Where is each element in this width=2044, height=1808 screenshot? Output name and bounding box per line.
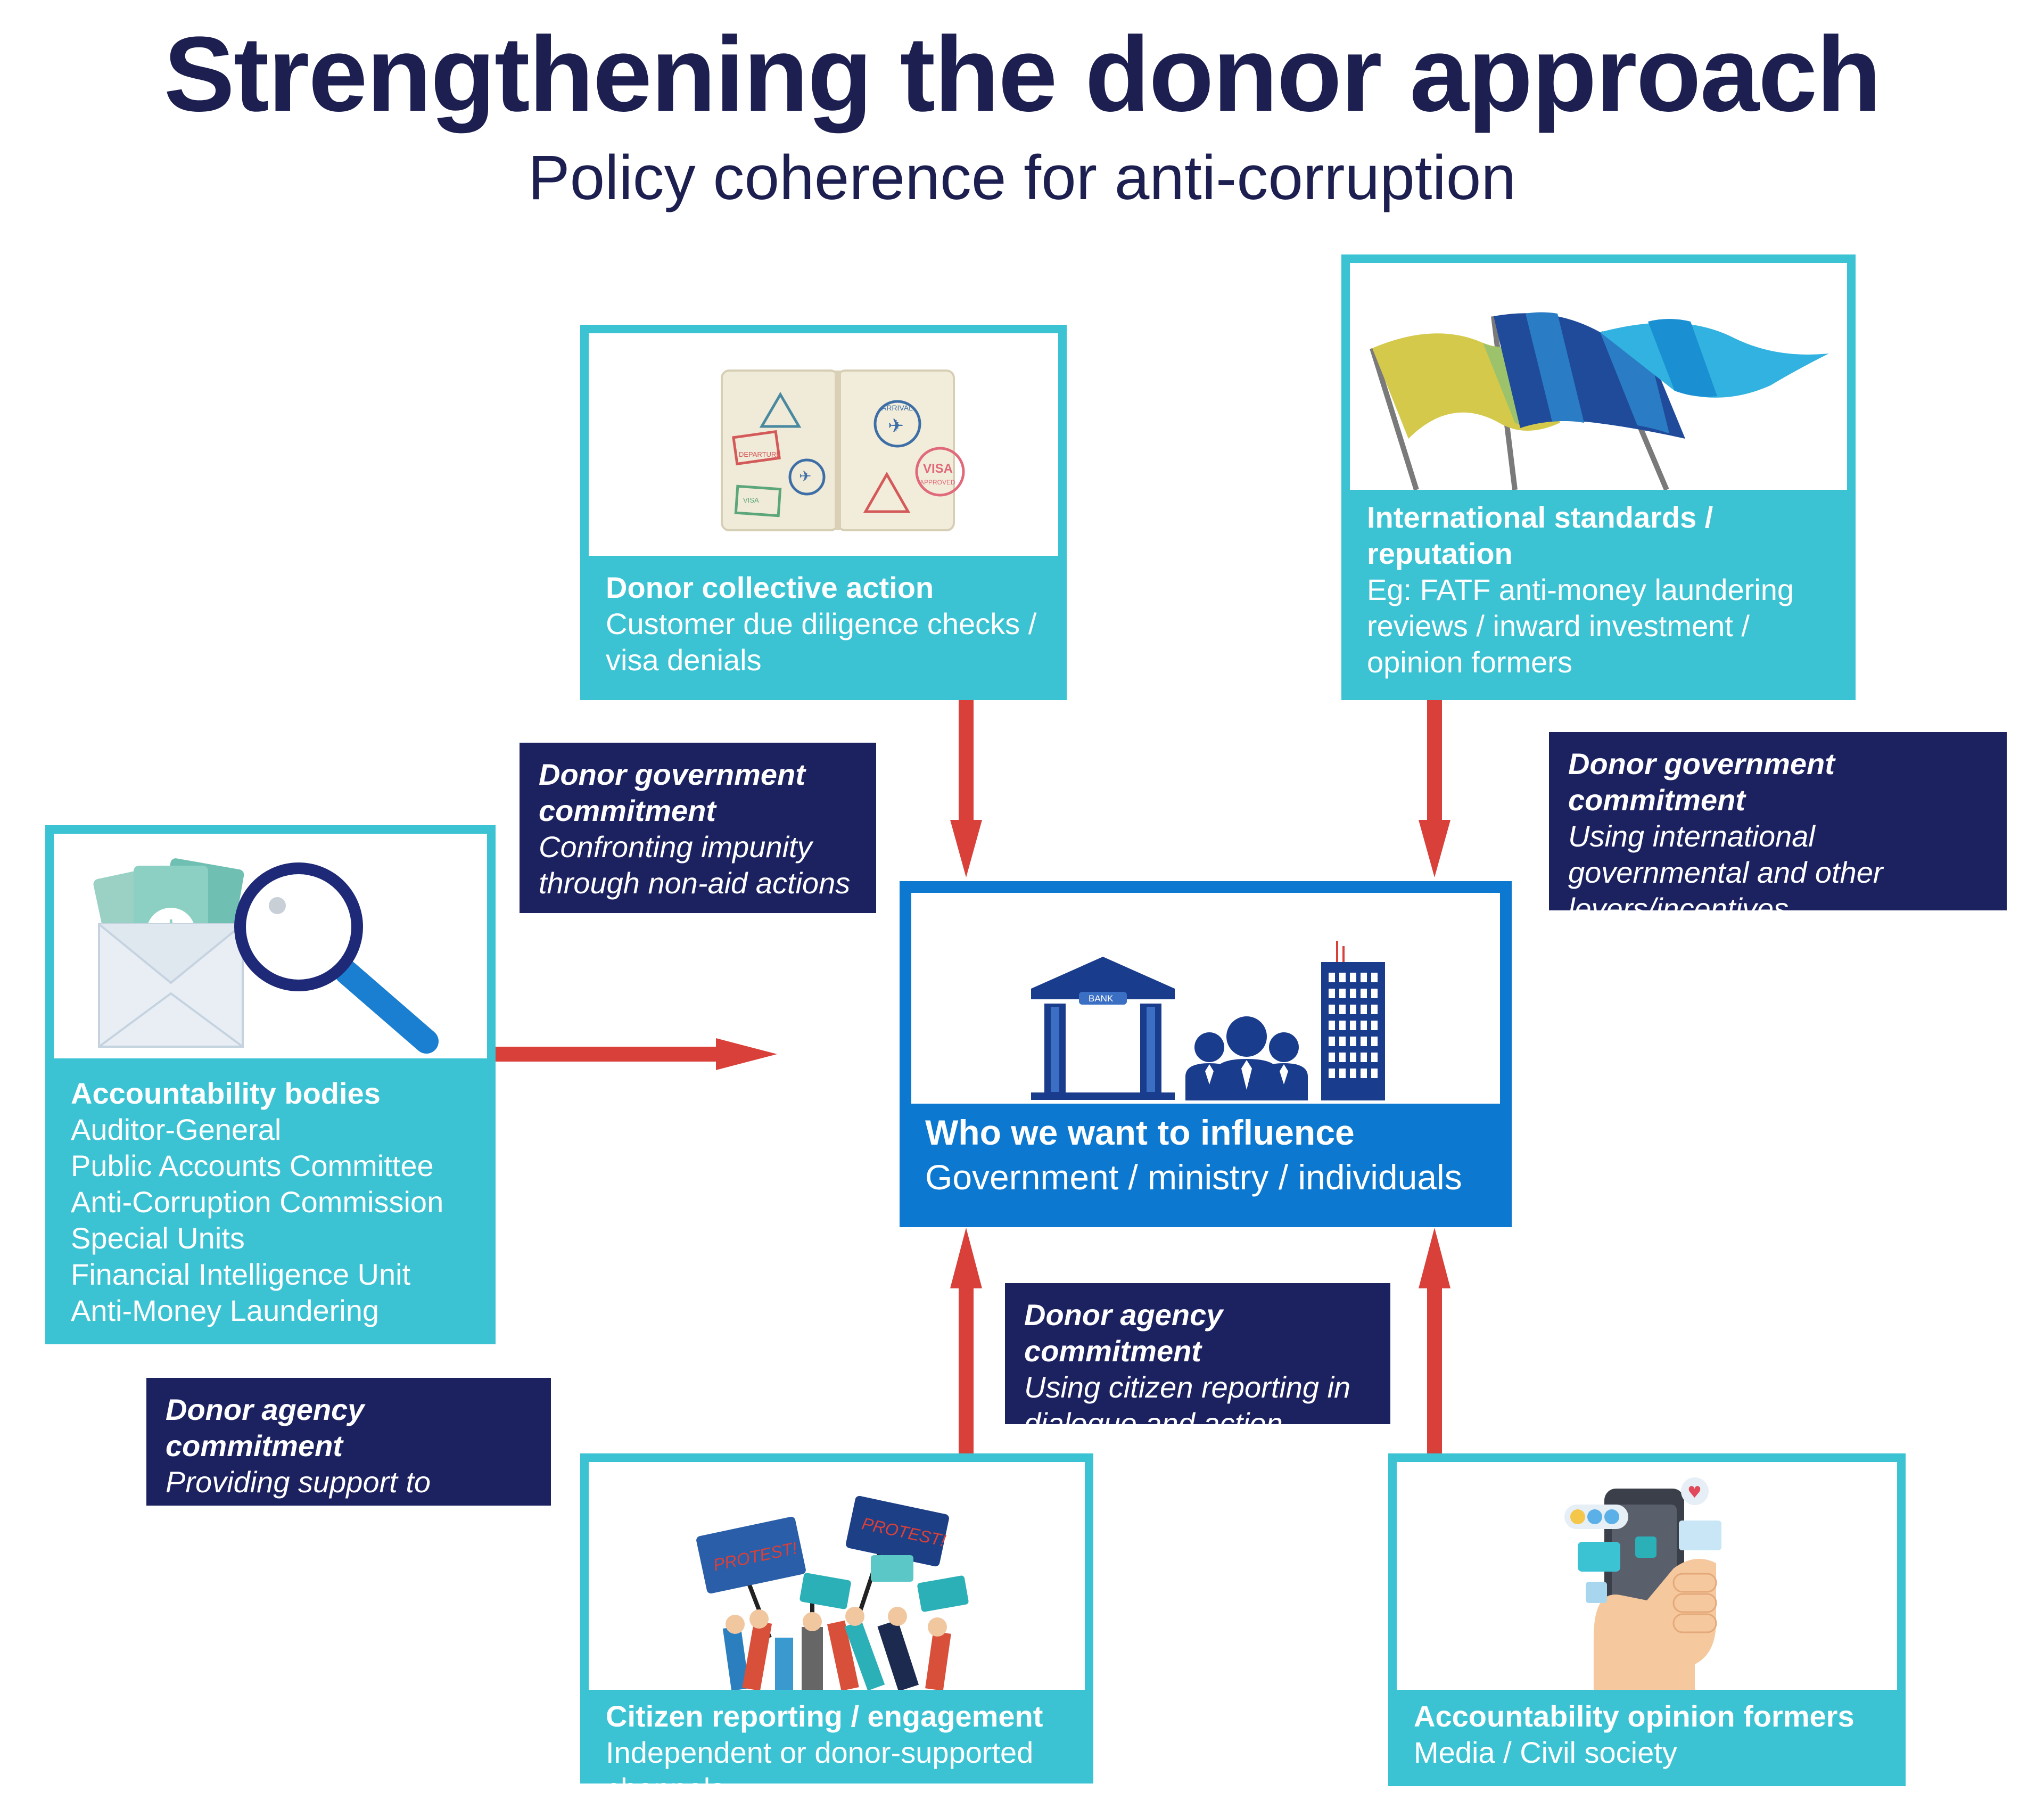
card-line: reviews / inward investment / — [1367, 609, 1750, 643]
card-heading: International standards / — [1367, 500, 1713, 534]
note-line: levers/incentives — [1568, 892, 1789, 925]
note-heading: Donor agency commitment — [166, 1393, 365, 1462]
note-heading: Donor agency commitment — [1024, 1298, 1223, 1368]
card-line: Customer due diligence checks / — [606, 607, 1037, 640]
arrow-collective-shaft — [959, 698, 974, 832]
arrow-accountability-head — [716, 1038, 777, 1070]
card-line: opinion formers — [1367, 645, 1572, 679]
arrow-opinion-head — [1419, 1228, 1450, 1288]
card-accountability-bodies: $ Accountability bodies Auditor-General … — [45, 825, 496, 1344]
card-image: BANK — [911, 893, 1500, 1104]
note-line: successful domestic oversight — [166, 1501, 433, 1571]
page-title: Strengthening the donor approach — [163, 15, 1882, 134]
note-donor-agency-commitment-center: Donor agency commitment Using citizen re… — [1005, 1283, 1390, 1440]
note-line: Using citizen reporting in — [1024, 1370, 1351, 1404]
note-line: Using international — [1568, 819, 1815, 853]
card-line: Government / ministry / individuals — [925, 1157, 1462, 1197]
phone-social-icon: ♥ — [1564, 1477, 1721, 1690]
arrow-collective-head — [950, 820, 982, 877]
card-text: Citizen reporting / engagement Independe… — [606, 1698, 1077, 1807]
arrow-opinion-shaft — [1427, 1278, 1442, 1453]
card-line: Media / Civil society — [1414, 1736, 1677, 1769]
card-line: Auditor-General — [71, 1113, 282, 1146]
arrow-citizen-head — [950, 1228, 982, 1288]
card-text: Accountability opinion formers Media / C… — [1414, 1698, 1890, 1771]
note-donor-government-commitment-right: Donor government commitment Using intern… — [1549, 732, 2007, 925]
stamp-visa-green: VISA — [743, 496, 759, 504]
card-heading: Who we want to influence — [925, 1113, 1355, 1152]
card-image: DEPARTURE ✈ VISA ARRIVAL ✈ VISA APPROVED — [589, 333, 1058, 556]
flags-icon — [1370, 312, 1829, 490]
card-heading: Accountability bodies — [71, 1076, 381, 1110]
card-text: Donor collective action Customer due dil… — [606, 570, 1051, 678]
card-image: PROTEST! PROTEST! — [589, 1462, 1085, 1690]
stamp-arrival: ARRIVAL — [881, 404, 913, 412]
card-international-standards: International standards / reputation Eg:… — [1341, 254, 1856, 700]
card-image: ♥ — [1397, 1462, 1897, 1690]
card-image: $ — [54, 834, 487, 1058]
card-line: Special Units — [71, 1221, 245, 1255]
bank-label: BANK — [1089, 993, 1114, 1004]
card-line: Financial Intelligence Unit — [71, 1258, 411, 1291]
stamp-departure: DEPARTURE — [739, 450, 781, 458]
note-line: Providing support to — [166, 1465, 431, 1499]
note-line: governmental and other — [1568, 856, 1883, 889]
card-heading: reputation — [1367, 537, 1513, 570]
money-magnifier-icon: $ — [93, 858, 439, 1054]
stamp-visa-red: VISA — [923, 462, 953, 476]
note-heading: Donor government — [539, 758, 805, 791]
card-text: Accountability bodies Auditor-General Pu… — [71, 1075, 480, 1329]
card-line: Anti-Money Laundering — [71, 1294, 380, 1327]
card-who-we-want-to-influence: BANK — [900, 881, 1512, 1227]
card-line: Public Accounts Committee — [71, 1149, 434, 1182]
arrow-standards-shaft — [1427, 698, 1442, 832]
note-donor-agency-commitment-left: Donor agency commitment Providing suppor… — [146, 1378, 551, 1571]
card-heading: Citizen reporting / engagement — [606, 1699, 1043, 1733]
card-line: Independent or donor-supported — [606, 1736, 1034, 1769]
card-line: Eg: FATF anti-money laundering — [1367, 573, 1794, 606]
note-heading: Donor government commitment — [1568, 747, 1835, 817]
svg-text:✈: ✈ — [888, 415, 904, 437]
card-line: Anti-Corruption Commission — [71, 1185, 444, 1219]
card-heading: Accountability opinion formers — [1414, 1699, 1855, 1733]
card-accountability-opinion-formers: ♥ Accountability opinion formers Media /… — [1388, 1453, 1906, 1786]
bank-people-building-icon: BANK — [1031, 941, 1385, 1100]
svg-text:✈: ✈ — [799, 467, 811, 485]
note-line: dialogue and action — [1024, 1407, 1283, 1440]
note-line: through non-aid actions — [539, 866, 851, 900]
card-line: visa denials — [606, 643, 762, 677]
arrow-accountability-shaft — [490, 1047, 735, 1062]
note-donor-government-commitment-left: Donor government commitment Confronting … — [520, 743, 876, 913]
page-subtitle: Policy coherence for anti-corruption — [528, 143, 1516, 213]
card-citizen-reporting: PROTEST! PROTEST! — [580, 1453, 1093, 1805]
card-text: International standards / reputation Eg:… — [1367, 499, 1840, 680]
card-line: channels — [606, 1772, 726, 1805]
protest-signs-icon: PROTEST! PROTEST! — [696, 1495, 969, 1690]
svg-text:♥: ♥ — [1687, 1483, 1702, 1502]
card-text: Who we want to influence Government / mi… — [925, 1110, 1501, 1199]
arrow-citizen-shaft — [959, 1278, 974, 1453]
note-heading: commitment — [539, 794, 716, 827]
stamp-approved: APPROVED — [920, 479, 955, 486]
note-line: Confronting impunity — [539, 830, 812, 864]
card-donor-collective-action: DEPARTURE ✈ VISA ARRIVAL ✈ VISA APPROVED… — [580, 325, 1067, 700]
passport-stamps-icon: DEPARTURE ✈ VISA ARRIVAL ✈ VISA APPROVED — [721, 369, 965, 531]
arrow-standards-head — [1419, 820, 1450, 877]
card-image — [1350, 263, 1847, 490]
card-heading: Donor collective action — [606, 571, 934, 604]
